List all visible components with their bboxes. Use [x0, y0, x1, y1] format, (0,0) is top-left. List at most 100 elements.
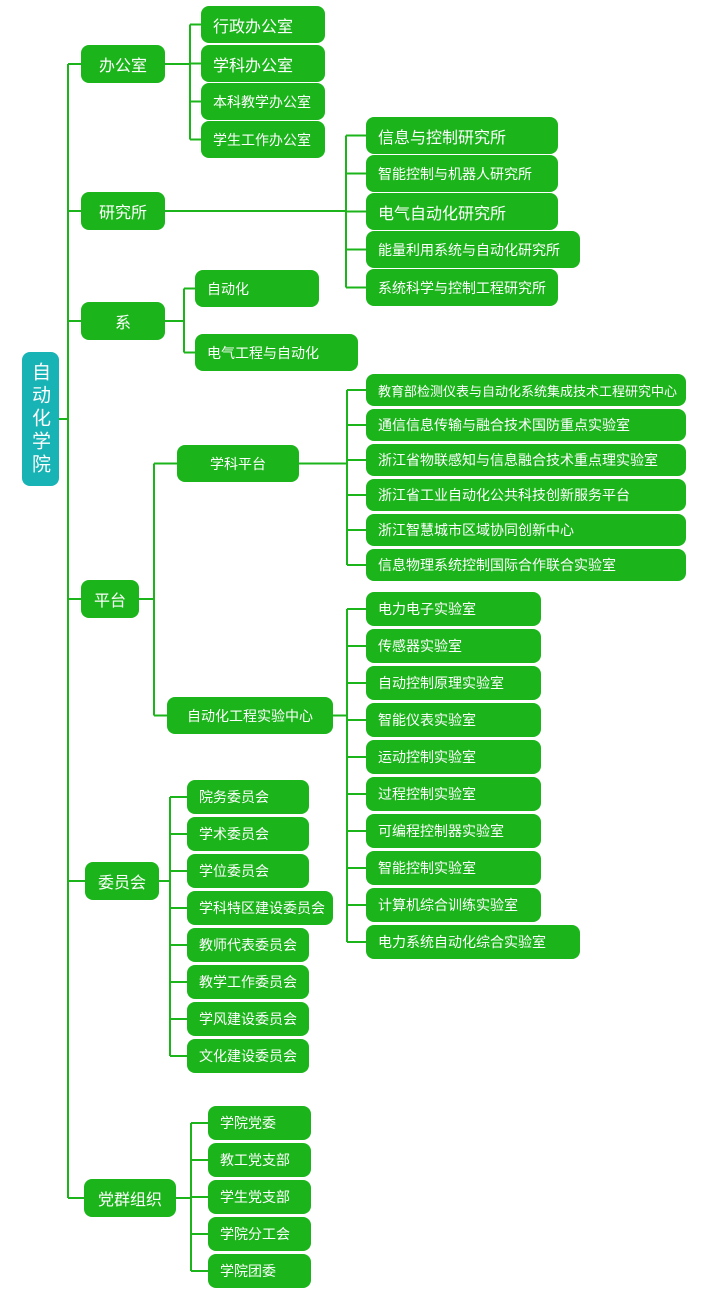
org-node: 智能控制实验室 — [366, 851, 541, 885]
node-label: 党群组织 — [97, 1190, 162, 1209]
node-label: 能量利用系统与自动化研究所 — [378, 242, 560, 259]
org-node: 系 — [81, 302, 165, 340]
org-node: 文化建设委员会 — [187, 1039, 309, 1073]
org-node: 院务委员会 — [187, 780, 309, 814]
node-label: 计算机综合训练实验室 — [378, 898, 518, 914]
node-label: 智能仪表实验室 — [378, 713, 476, 729]
org-node: 教育部检测仪表与自动化系统集成技术工程研究中心 — [366, 374, 686, 406]
org-node: 传感器实验室 — [366, 629, 541, 663]
node-label: 电力系统自动化综合实验室 — [378, 935, 546, 951]
node-label: 学科办公室 — [213, 55, 294, 75]
org-node: 学科平台 — [177, 445, 299, 482]
node-label: 学院党委 — [220, 1116, 276, 1132]
node-label: 浙江智慧城市区域协同创新中心 — [378, 523, 574, 539]
node-label: 自动化 — [207, 281, 249, 298]
org-node: 本科教学办公室 — [201, 83, 325, 120]
node-label: 学科特区建设委员会 — [199, 901, 325, 917]
org-node: 自动化 — [195, 270, 319, 307]
org-node: 自动化工程实验中心 — [167, 697, 333, 734]
node-label: 学院团委 — [220, 1264, 276, 1280]
org-node: 教学工作委员会 — [187, 965, 309, 999]
node-label: 浙江省物联感知与信息融合技术重点理实验室 — [378, 453, 658, 469]
org-node: 智能仪表实验室 — [366, 703, 541, 737]
org-node: 学生党支部 — [208, 1180, 311, 1214]
root-node: 自动化学院 — [22, 352, 59, 486]
node-label: 学风建设委员会 — [199, 1012, 297, 1028]
node-label: 自动化工程实验中心 — [187, 708, 313, 725]
org-node: 平台 — [81, 580, 139, 618]
node-label: 自动控制原理实验室 — [378, 676, 504, 692]
org-node: 学科特区建设委员会 — [187, 891, 333, 925]
org-node: 浙江省物联感知与信息融合技术重点理实验室 — [366, 444, 686, 476]
node-label: 文化建设委员会 — [199, 1049, 297, 1065]
node-label: 教学工作委员会 — [199, 975, 297, 991]
node-label: 浙江省工业自动化公共科技创新服务平台 — [378, 488, 630, 504]
org-node: 办公室 — [81, 45, 165, 83]
org-node: 学术委员会 — [187, 817, 309, 851]
org-node: 过程控制实验室 — [366, 777, 541, 811]
node-label: 学院分工会 — [220, 1227, 290, 1243]
org-node: 教师代表委员会 — [187, 928, 309, 962]
node-label: 院务委员会 — [199, 790, 269, 806]
org-node: 电气工程与自动化 — [195, 334, 358, 371]
node-label: 学科平台 — [210, 456, 266, 473]
node-label: 平台 — [93, 591, 126, 610]
org-node: 系统科学与控制工程研究所 — [366, 269, 558, 306]
org-node: 学院团委 — [208, 1254, 311, 1288]
node-label: 通信信息传输与融合技术国防重点实验室 — [378, 418, 630, 434]
org-node: 教工党支部 — [208, 1143, 311, 1177]
node-label: 教育部检测仪表与自动化系统集成技术工程研究中心 — [378, 384, 678, 400]
org-node: 计算机综合训练实验室 — [366, 888, 541, 922]
node-label: 传感器实验室 — [378, 639, 462, 655]
org-node: 运动控制实验室 — [366, 740, 541, 774]
node-label: 电气工程与自动化 — [207, 345, 319, 362]
node-label: 教师代表委员会 — [199, 938, 297, 954]
org-node: 智能控制与机器人研究所 — [366, 155, 558, 192]
node-label: 研究所 — [98, 203, 147, 222]
org-node: 电力电子实验室 — [366, 592, 541, 626]
node-label: 学位委员会 — [199, 864, 269, 880]
org-node: 能量利用系统与自动化研究所 — [366, 231, 580, 268]
node-label: 委员会 — [97, 873, 146, 892]
org-node: 电力系统自动化综合实验室 — [366, 925, 580, 959]
node-label: 学生工作办公室 — [213, 132, 311, 149]
node-label: 学生党支部 — [220, 1190, 290, 1206]
org-node: 浙江智慧城市区域协同创新中心 — [366, 514, 686, 546]
node-label: 信息与控制研究所 — [378, 127, 507, 147]
org-node: 信息与控制研究所 — [366, 117, 558, 154]
org-node: 可编程控制器实验室 — [366, 814, 541, 848]
node-label: 教工党支部 — [220, 1153, 290, 1169]
node-label: 学术委员会 — [199, 827, 269, 843]
node-label: 系统科学与控制工程研究所 — [378, 280, 546, 297]
org-node: 委员会 — [85, 862, 159, 900]
org-node: 学生工作办公室 — [201, 121, 325, 158]
org-node: 浙江省工业自动化公共科技创新服务平台 — [366, 479, 686, 511]
org-node: 学位委员会 — [187, 854, 309, 888]
node-label: 智能控制实验室 — [378, 861, 476, 877]
org-node: 自动控制原理实验室 — [366, 666, 541, 700]
node-label: 自动化学院 — [29, 361, 51, 477]
node-label: 电力电子实验室 — [378, 602, 476, 618]
org-node: 学风建设委员会 — [187, 1002, 309, 1036]
org-node: 通信信息传输与融合技术国防重点实验室 — [366, 409, 686, 441]
org-node: 学科办公室 — [201, 45, 325, 82]
node-label: 本科教学办公室 — [213, 94, 311, 111]
node-label: 过程控制实验室 — [378, 787, 476, 803]
node-label: 系 — [114, 313, 131, 332]
node-label: 行政办公室 — [213, 16, 294, 36]
node-label: 智能控制与机器人研究所 — [378, 166, 532, 183]
node-label: 信息物理系统控制国际合作联合实验室 — [378, 558, 616, 574]
node-label: 电气自动化研究所 — [378, 203, 507, 223]
org-node: 信息物理系统控制国际合作联合实验室 — [366, 549, 686, 581]
org-node: 学院分工会 — [208, 1217, 311, 1251]
node-label: 办公室 — [98, 56, 147, 75]
org-node: 行政办公室 — [201, 6, 325, 43]
node-label: 可编程控制器实验室 — [378, 824, 504, 840]
org-node: 学院党委 — [208, 1106, 311, 1140]
node-label: 运动控制实验室 — [378, 750, 476, 766]
org-node: 电气自动化研究所 — [366, 193, 558, 230]
org-node: 研究所 — [81, 192, 165, 230]
org-node: 党群组织 — [84, 1179, 176, 1217]
